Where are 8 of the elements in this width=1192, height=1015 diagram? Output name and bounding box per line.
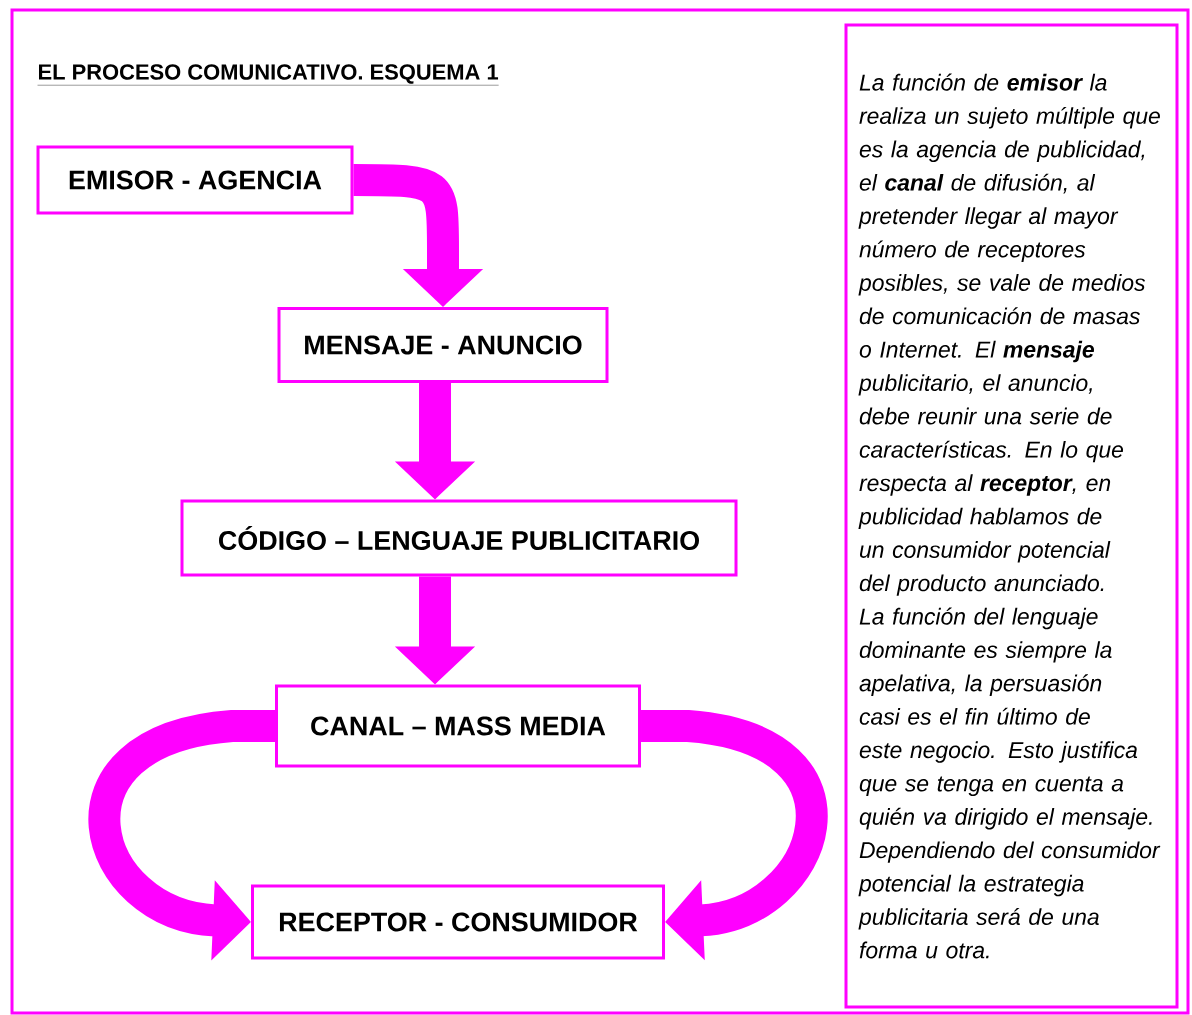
process-box: MENSAJE - ANUNCIO	[277, 307, 609, 383]
process-box: CÓDIGO – LENGUAJE PUBLICITARIO	[180, 499, 738, 577]
process-box: EMISOR - AGENCIA	[36, 145, 354, 215]
block-arrow	[641, 710, 828, 961]
process-box: RECEPTOR - CONSUMIDOR	[251, 884, 665, 960]
process-box: CANAL – MASS MEDIA	[275, 684, 641, 768]
text-box: La función de emisor la realiza un sujeto múltiple que es la agencia de publicidad, el canal de difusión, al pretender llegar al mayor número de receptores posibles, se vale de medios de comunicación de masas o Internet. El mensaje publicitario, el anuncio, debe reunir una serie de características. En lo que respecta al receptor, en publicidad hablamos de un consumidor potencial del producto anunciado. La función del lenguaje dominante es siempre la apelativa, la persuasión casi es el fin último de este negocio. Esto justifica que se tenga en cuenta a quién va dirigido el mensaje. Dependiendo del consumidor potencial la estrategia publicitaria será de una forma u otra.	[844, 23, 1179, 1009]
title: EL PROCESO COMUNICATIVO. ESQUEMA 1	[37, 64, 499, 86]
